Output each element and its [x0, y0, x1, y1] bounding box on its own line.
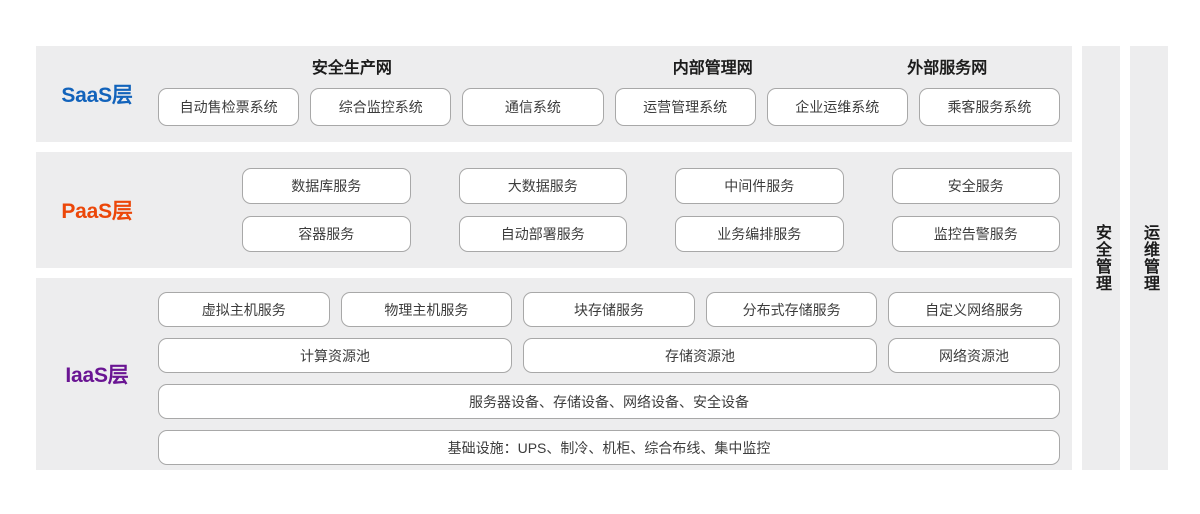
iaas-infrastructure-box[interactable]: 基础设施：UPS、制冷、机柜、综合布线、集中监控 [158, 430, 1060, 465]
iaas-service-box[interactable]: 自定义网络服务 [888, 292, 1060, 327]
paas-service-box[interactable]: 业务编排服务 [675, 216, 844, 252]
saas-layer-label: SaaS层 [61, 84, 133, 107]
iaas-device-row: 服务器设备、存储设备、网络设备、安全设备 [158, 384, 1060, 419]
saas-system-box[interactable]: 企业运维系统 [766, 88, 908, 126]
paas-layer-band: PaaS层 数据库服务 大数据服务 中间件服务 安全服务 容器服务 自动部署服务… [36, 152, 1072, 268]
iaas-pool-box-network[interactable]: 网络资源池 [887, 338, 1060, 373]
paas-service-box[interactable]: 监控告警服务 [891, 216, 1060, 252]
saas-body: 安全生产网 内部管理网 外部服务网 自动售检票系统 综合监控系统 通信系统 运营… [158, 46, 1072, 142]
paas-service-row-1: 数据库服务 大数据服务 中间件服务 安全服务 [242, 168, 1060, 204]
paas-service-box[interactable]: 安全服务 [891, 168, 1060, 204]
iaas-pool-box-compute[interactable]: 计算资源池 [158, 338, 512, 373]
saas-layer-band: SaaS层 安全生产网 内部管理网 外部服务网 自动售检票系统 综合监控系统 通… [36, 46, 1072, 142]
side-panel-label-operations: 运维管理 [1141, 224, 1158, 292]
side-panel-security-management[interactable]: 安全管理 [1082, 46, 1120, 470]
saas-system-box[interactable]: 自动售检票系统 [158, 88, 300, 126]
iaas-stack: 虚拟主机服务 物理主机服务 块存储服务 分布式存储服务 自定义网络服务 计算资源… [158, 292, 1060, 465]
iaas-service-row: 虚拟主机服务 物理主机服务 块存储服务 分布式存储服务 自定义网络服务 [158, 292, 1060, 327]
side-panel-label-security: 安全管理 [1093, 224, 1110, 292]
side-panel-operations-management[interactable]: 运维管理 [1130, 46, 1168, 470]
saas-system-box[interactable]: 综合监控系统 [310, 88, 452, 126]
layer-stack: SaaS层 安全生产网 内部管理网 外部服务网 自动售检票系统 综合监控系统 通… [36, 46, 1072, 470]
iaas-service-box[interactable]: 分布式存储服务 [705, 292, 878, 327]
iaas-infrastructure-row: 基础设施：UPS、制冷、机柜、综合布线、集中监控 [158, 430, 1060, 465]
iaas-layer-band: IaaS层 虚拟主机服务 物理主机服务 块存储服务 分布式存储服务 自定义网络服… [36, 278, 1072, 470]
paas-service-grid: 数据库服务 大数据服务 中间件服务 安全服务 容器服务 自动部署服务 业务编排服… [242, 168, 1060, 252]
paas-service-box[interactable]: 中间件服务 [675, 168, 844, 204]
saas-network-headers: 安全生产网 内部管理网 外部服务网 [158, 54, 1060, 80]
paas-body: 数据库服务 大数据服务 中间件服务 安全服务 容器服务 自动部署服务 业务编排服… [158, 152, 1072, 268]
iaas-service-box[interactable]: 虚拟主机服务 [158, 292, 330, 327]
iaas-service-box[interactable]: 块存储服务 [523, 292, 695, 327]
iaas-body: 虚拟主机服务 物理主机服务 块存储服务 分布式存储服务 自定义网络服务 计算资源… [158, 278, 1072, 470]
iaas-layer-label: IaaS层 [65, 364, 129, 387]
network-group-header-safety: 安全生产网 [311, 60, 392, 77]
iaas-service-box[interactable]: 物理主机服务 [340, 292, 513, 327]
saas-system-box[interactable]: 通信系统 [462, 88, 604, 126]
iaas-pool-box-storage[interactable]: 存储资源池 [522, 338, 877, 373]
paas-service-box[interactable]: 大数据服务 [458, 168, 627, 204]
iaas-device-box[interactable]: 服务器设备、存储设备、网络设备、安全设备 [158, 384, 1060, 419]
network-group-header-internal: 内部管理网 [672, 60, 753, 77]
paas-layer-label: PaaS层 [61, 200, 133, 223]
paas-service-box[interactable]: 容器服务 [242, 216, 411, 252]
saas-system-box[interactable]: 乘客服务系统 [918, 88, 1061, 126]
saas-system-box[interactable]: 运营管理系统 [614, 88, 756, 126]
iaas-resource-pool-row: 计算资源池 存储资源池 网络资源池 [158, 338, 1060, 373]
paas-service-row-2: 容器服务 自动部署服务 业务编排服务 监控告警服务 [242, 216, 1060, 252]
saas-system-row: 自动售检票系统 综合监控系统 通信系统 运营管理系统 企业运维系统 乘客服务系统 [158, 88, 1061, 126]
paas-service-box[interactable]: 自动部署服务 [458, 216, 627, 252]
paas-service-box[interactable]: 数据库服务 [242, 168, 411, 204]
network-group-header-external: 外部服务网 [907, 60, 988, 77]
